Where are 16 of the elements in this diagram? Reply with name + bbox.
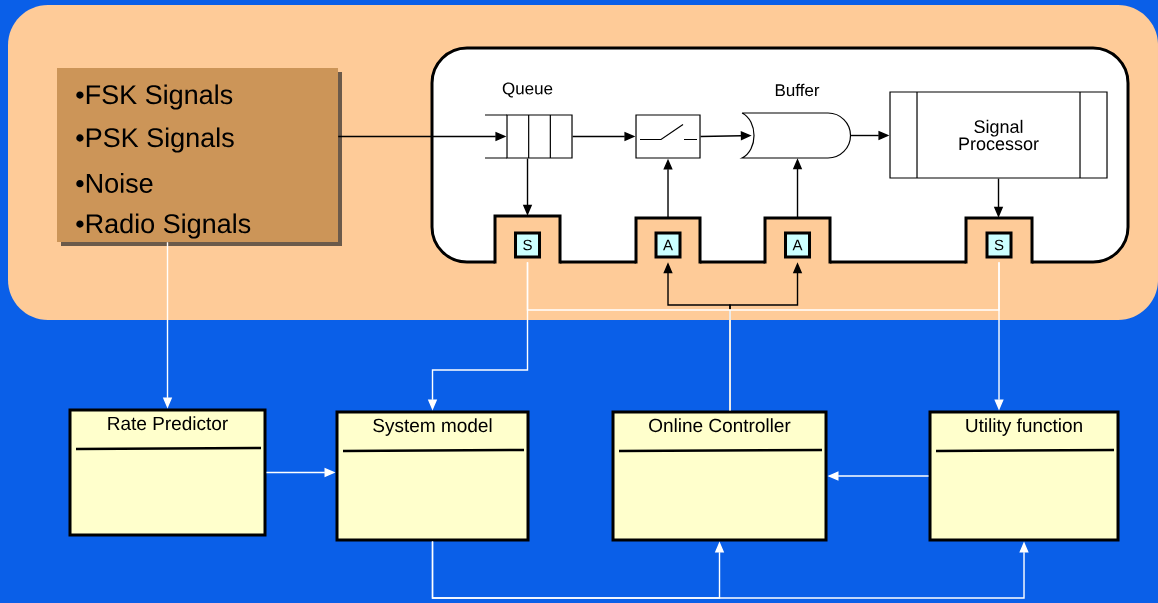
process-box: Signal Processor [889,91,1108,179]
arrow [431,540,1029,599]
sensor-port: S [964,216,1034,265]
node-label: A [663,239,673,251]
sensor-port: A [763,216,832,265]
component-box: Rate Predictor [68,408,267,537]
switch-symbol [635,114,701,159]
component-box: Utility function [928,410,1120,542]
sensor-port: S [493,214,562,265]
signal-list-box: •FSK Signals •PSK Signals •Noise •Radio Signals [57,68,342,246]
sensor-port: A [634,216,702,265]
node-label: S [994,239,1004,251]
node-label: S [523,239,532,251]
component-box: System model [335,410,530,542]
component-box: Online Controller [611,410,828,542]
node-label: A [792,239,803,251]
